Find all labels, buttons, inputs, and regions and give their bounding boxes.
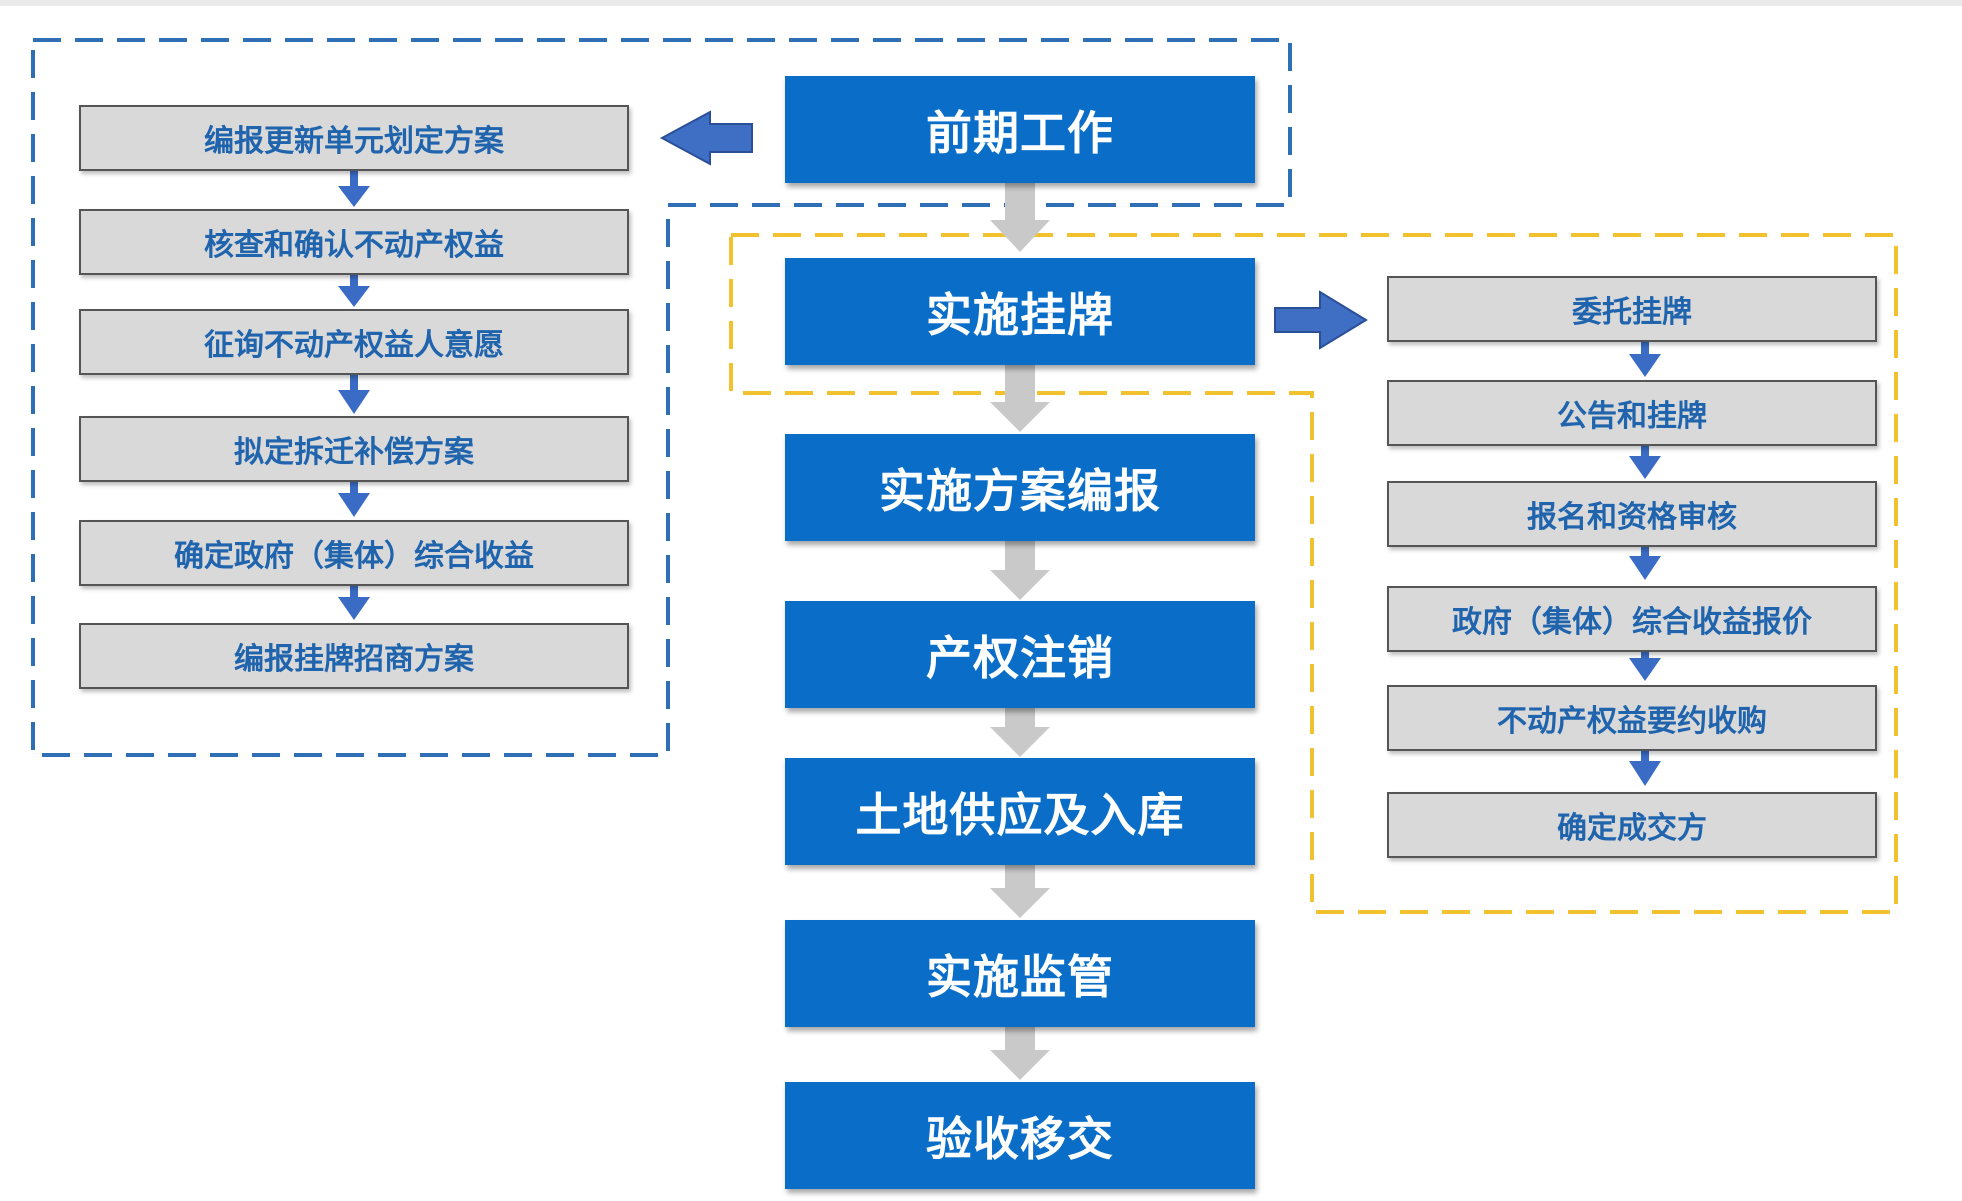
left-sub-arrows bbox=[338, 171, 370, 620]
top-border-strip bbox=[0, 0, 1962, 6]
main-step-listing: 实施挂牌 bbox=[785, 258, 1255, 365]
left-sub-step-6: 编报挂牌招商方案 bbox=[79, 623, 629, 689]
right-sub-step-2: 公告和挂牌 bbox=[1387, 380, 1877, 446]
right-block-arrow bbox=[1274, 290, 1368, 350]
main-step-supervision: 实施监管 bbox=[785, 920, 1255, 1027]
left-sub-step-4: 拟定拆迁补偿方案 bbox=[79, 416, 629, 482]
left-group-outline bbox=[31, 38, 1292, 757]
right-sub-step-1: 委托挂牌 bbox=[1387, 276, 1877, 342]
left-sub-arrow-2 bbox=[338, 275, 370, 307]
main-flow-arrows bbox=[990, 182, 1050, 1080]
right-sub-step-3: 报名和资格审核 bbox=[1387, 481, 1877, 547]
right-sub-arrow-4 bbox=[1629, 652, 1661, 681]
main-arrow-5 bbox=[990, 864, 1050, 918]
main-step-preliminary: 前期工作 bbox=[785, 76, 1255, 183]
left-sub-arrow-3 bbox=[338, 375, 370, 414]
right-sub-arrow-2 bbox=[1629, 446, 1661, 479]
main-arrow-4 bbox=[990, 707, 1050, 757]
left-sub-arrow-4 bbox=[338, 482, 370, 517]
main-step-title-cancellation: 产权注销 bbox=[785, 601, 1255, 708]
left-sub-arrow-5 bbox=[338, 586, 370, 620]
main-arrow-1 bbox=[990, 182, 1050, 252]
main-arrow-6 bbox=[990, 1026, 1050, 1080]
main-arrow-2 bbox=[990, 364, 1050, 432]
right-sub-arrow-5 bbox=[1629, 751, 1661, 786]
right-sub-step-5: 不动产权益要约收购 bbox=[1387, 685, 1877, 751]
left-sub-step-1: 编报更新单元划定方案 bbox=[79, 105, 629, 171]
right-sub-step-6: 确定成交方 bbox=[1387, 792, 1877, 858]
right-sub-arrow-3 bbox=[1629, 546, 1661, 580]
left-sub-step-2: 核查和确认不动产权益 bbox=[79, 209, 629, 275]
left-sub-arrow-1 bbox=[338, 171, 370, 207]
left-sub-step-3: 征询不动产权益人意愿 bbox=[79, 309, 629, 375]
left-sub-step-5: 确定政府（集体）综合收益 bbox=[79, 520, 629, 586]
main-step-land-supply: 土地供应及入库 bbox=[785, 758, 1255, 865]
main-step-plan-submission: 实施方案编报 bbox=[785, 434, 1255, 541]
main-arrow-3 bbox=[990, 540, 1050, 600]
left-block-arrow bbox=[659, 110, 753, 166]
main-step-acceptance: 验收移交 bbox=[785, 1082, 1255, 1189]
right-sub-step-4: 政府（集体）综合收益报价 bbox=[1387, 586, 1877, 652]
right-sub-arrows bbox=[1629, 342, 1661, 786]
right-sub-arrow-1 bbox=[1629, 342, 1661, 377]
